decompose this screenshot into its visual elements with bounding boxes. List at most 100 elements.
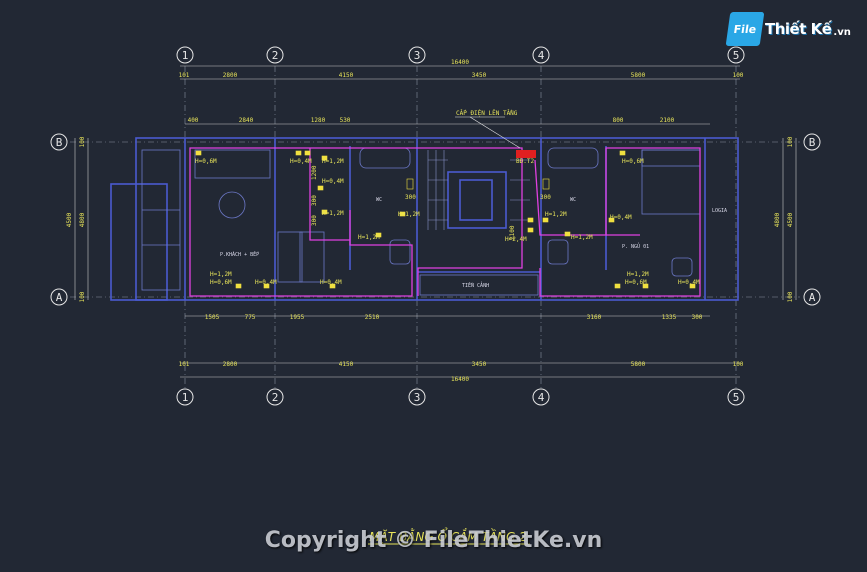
dim-misc: 300 bbox=[311, 195, 318, 206]
height-label: H=1,2M bbox=[627, 271, 649, 278]
grid-bubble-3-top bbox=[408, 46, 426, 64]
dim-bottom-inner-6: 1335 bbox=[662, 314, 677, 321]
grid-bubble-a-right bbox=[803, 288, 821, 306]
grid-bubble-1-bottom bbox=[176, 388, 194, 406]
room-loggia: LOGIA bbox=[712, 208, 727, 214]
logo-domain: .vn bbox=[833, 26, 851, 38]
grid-bubble-2-bottom bbox=[266, 388, 284, 406]
dim-top-seg-3: 4150 bbox=[339, 72, 354, 79]
dim-side-l-3: 4800 bbox=[79, 212, 86, 227]
grid-label-3-top: 3 bbox=[414, 49, 421, 62]
room-wc-1: WC bbox=[376, 197, 382, 203]
grid-bubble-b-right bbox=[803, 133, 821, 151]
dim-bottom-seg-2: 2800 bbox=[223, 361, 238, 368]
dim-top-overall: 16400 bbox=[451, 59, 469, 66]
dim-misc: 300 bbox=[540, 194, 551, 201]
dim-top-seg-4: 3450 bbox=[472, 72, 487, 79]
grid-bubble-5-bottom bbox=[727, 388, 745, 406]
wire-left bbox=[189, 147, 523, 297]
grid-bubble-3-bottom bbox=[408, 388, 426, 406]
height-label: H=0,6M bbox=[210, 279, 232, 286]
dim-top-seg-5: 5800 bbox=[631, 72, 646, 79]
grid-label-4-bottom: 4 bbox=[538, 391, 545, 404]
height-label: H=0,4M bbox=[610, 214, 632, 221]
dim-bottom-seg-6: 100 bbox=[733, 361, 744, 368]
height-label: H=0,4M bbox=[678, 279, 700, 286]
wire-right bbox=[534, 147, 701, 297]
height-label: H=1,2M bbox=[545, 211, 567, 218]
room-living: P.KHÁCH + BẾP bbox=[220, 250, 259, 258]
dim-misc: 300 bbox=[311, 215, 318, 226]
height-label: H=1,2M bbox=[398, 211, 420, 218]
grid-bubble-4-bottom bbox=[532, 388, 550, 406]
height-label: H=0,4M bbox=[290, 158, 312, 165]
height-label: H=1,2M bbox=[322, 158, 344, 165]
dim-bottom-inner-2: 775 bbox=[245, 314, 256, 321]
grid-label-1-top: 1 bbox=[182, 49, 189, 62]
grid-label-4-top: 4 bbox=[538, 49, 545, 62]
height-label: H=0,6M bbox=[195, 158, 217, 165]
dim-side-r-4: 100 bbox=[787, 291, 794, 302]
dim-misc: 2100 bbox=[509, 225, 516, 240]
dim-top-inner-3: 1280 bbox=[311, 117, 326, 124]
grid-bubble-1-top bbox=[176, 46, 194, 64]
building-outline bbox=[135, 137, 739, 301]
panel-label: BĐ.T2 bbox=[516, 158, 534, 165]
dim-bottom-seg-5: 5800 bbox=[631, 361, 646, 368]
grid-label-5-bottom: 5 bbox=[733, 391, 740, 404]
room-bedroom: P. NGỦ 01 bbox=[622, 242, 649, 250]
grid-bubble-4-top bbox=[532, 46, 550, 64]
grid-bubble-5-top bbox=[727, 46, 745, 64]
logo-name: Thiết Kế bbox=[765, 20, 832, 38]
grid-label-3-bottom: 3 bbox=[414, 391, 421, 404]
grid-bubble-b-left bbox=[50, 133, 68, 151]
grid-label-2-bottom: 2 bbox=[272, 391, 279, 404]
grid-bubble-a-left bbox=[50, 288, 68, 306]
logo-badge: File bbox=[725, 12, 765, 46]
room-lobby: TIỀN CẢNH bbox=[462, 281, 489, 289]
dim-side-r-2: 4800 bbox=[774, 212, 781, 227]
dim-top-seg-1: 101 bbox=[179, 72, 190, 79]
grid-label-5-top: 5 bbox=[733, 49, 740, 62]
dim-misc: 1200 bbox=[311, 165, 318, 180]
dim-bottom-seg-3: 4150 bbox=[339, 361, 354, 368]
height-label: H=0,6M bbox=[622, 158, 644, 165]
dim-side-l-1: 100 bbox=[79, 136, 86, 147]
note-supply: CẤP ĐIỆN LÊN TẦNG bbox=[456, 109, 518, 117]
site-logo[interactable]: File Thiết Kế .vn bbox=[725, 10, 860, 48]
height-label: H=0,4M bbox=[322, 178, 344, 185]
dim-side-l-2: 4500 bbox=[66, 212, 73, 227]
copyright-watermark: Copyright © FileThietKe.vn bbox=[264, 528, 603, 553]
height-label: H=1,2M bbox=[210, 271, 232, 278]
height-label: H=0,4M bbox=[320, 279, 342, 286]
grid-label-a-left: A bbox=[56, 291, 63, 304]
height-label: H=1,2M bbox=[358, 234, 380, 241]
dim-top-seg-6: 100 bbox=[733, 72, 744, 79]
dim-bottom-inner-1: 1505 bbox=[205, 314, 220, 321]
dim-bottom-seg-1: 101 bbox=[179, 361, 190, 368]
dim-top-inner-5: 800 bbox=[613, 117, 624, 124]
room-wc-2: WC bbox=[570, 197, 576, 203]
height-label: H=1,2M bbox=[571, 234, 593, 241]
grid-label-1-bottom: 1 bbox=[182, 391, 189, 404]
dim-bottom-inner-7: 300 bbox=[692, 314, 703, 321]
grid-label-b-right: B bbox=[809, 136, 816, 149]
height-label: H=1,2M bbox=[322, 210, 344, 217]
grid-label-a-right: A bbox=[809, 291, 816, 304]
grid-label-b-left: B bbox=[56, 136, 63, 149]
dim-bottom-seg-4: 3450 bbox=[472, 361, 487, 368]
height-label: H=2,4M bbox=[505, 236, 527, 243]
dim-misc: 300 bbox=[405, 194, 416, 201]
dim-bottom-inner-5: 3160 bbox=[587, 314, 602, 321]
dim-side-l-4: 100 bbox=[79, 291, 86, 302]
dim-bottom-overall: 16400 bbox=[451, 376, 469, 383]
dim-top-inner-6: 2100 bbox=[660, 117, 675, 124]
dim-top-inner-4: 530 bbox=[340, 117, 351, 124]
dim-bottom-inner-3: 1955 bbox=[290, 314, 305, 321]
grid-label-2-top: 2 bbox=[272, 49, 279, 62]
dim-side-r-3: 4500 bbox=[787, 212, 794, 227]
drawing-title: MẶT BẰNG Ổ CẮM TẦNG 2 bbox=[369, 528, 527, 544]
dim-bottom-inner-4: 2510 bbox=[365, 314, 380, 321]
dim-top-inner-1: 400 bbox=[188, 117, 199, 124]
